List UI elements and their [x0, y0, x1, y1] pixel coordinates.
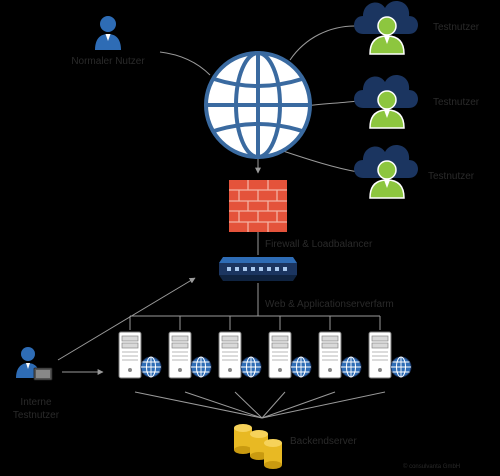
copyright-label: © consulvanta GmbH: [403, 463, 460, 470]
tester-3-label: Testnutzer: [428, 171, 475, 182]
connector-tester-1: [289, 25, 359, 61]
server-5-server-tower-icon: [318, 331, 342, 379]
server-2-globe-icon: [190, 356, 212, 378]
internal-user-person-with-laptop-icon: [16, 347, 53, 381]
internal-user-label-line2: Testnutzer: [13, 410, 60, 421]
tester-1-cloud-person-icon: [353, 0, 419, 55]
loadbalancer-network-switch-icon: [219, 257, 297, 281]
server-1-globe-icon: [140, 356, 162, 378]
server-3-globe-icon: [240, 356, 262, 378]
internal-user-label-line1: Interne: [20, 397, 52, 408]
connector-normal-user: [159, 51, 211, 76]
server-6-globe-icon: [390, 356, 412, 378]
connector-tester-3: [279, 149, 359, 173]
server-3-server-tower-icon: [218, 331, 242, 379]
tester-3-cloud-person-icon: [353, 144, 419, 199]
server-farm-label: Web & Applicationserverfarm: [265, 299, 394, 310]
firewall-label: Firewall & Loadbalancer: [265, 239, 373, 250]
connector-tester-2: [304, 100, 359, 107]
server-4-globe-icon: [290, 356, 312, 378]
server-farm: [118, 331, 412, 379]
server-2-server-tower-icon: [168, 331, 192, 379]
server-4-server-tower-icon: [268, 331, 292, 379]
backend-label: Backendserver: [290, 436, 357, 447]
arrow-internal-switch: [57, 277, 196, 361]
tester-2-label: Testnutzer: [433, 97, 480, 108]
server-6-server-tower-icon: [368, 331, 392, 379]
server-5-globe-icon: [340, 356, 362, 378]
normal-user-label: Normaler Nutzer: [71, 56, 145, 67]
internet-globe-icon: [204, 51, 312, 159]
tester-2-cloud-person-icon: [353, 74, 419, 129]
tester-1-label: Testnutzer: [433, 22, 480, 33]
normal-user-person-icon: [95, 16, 121, 50]
server-1-server-tower-icon: [118, 331, 142, 379]
firewall-brick-wall-icon: [229, 180, 287, 232]
backend-database-cylinders-icon: [234, 424, 282, 469]
connector-lines: [57, 25, 386, 419]
